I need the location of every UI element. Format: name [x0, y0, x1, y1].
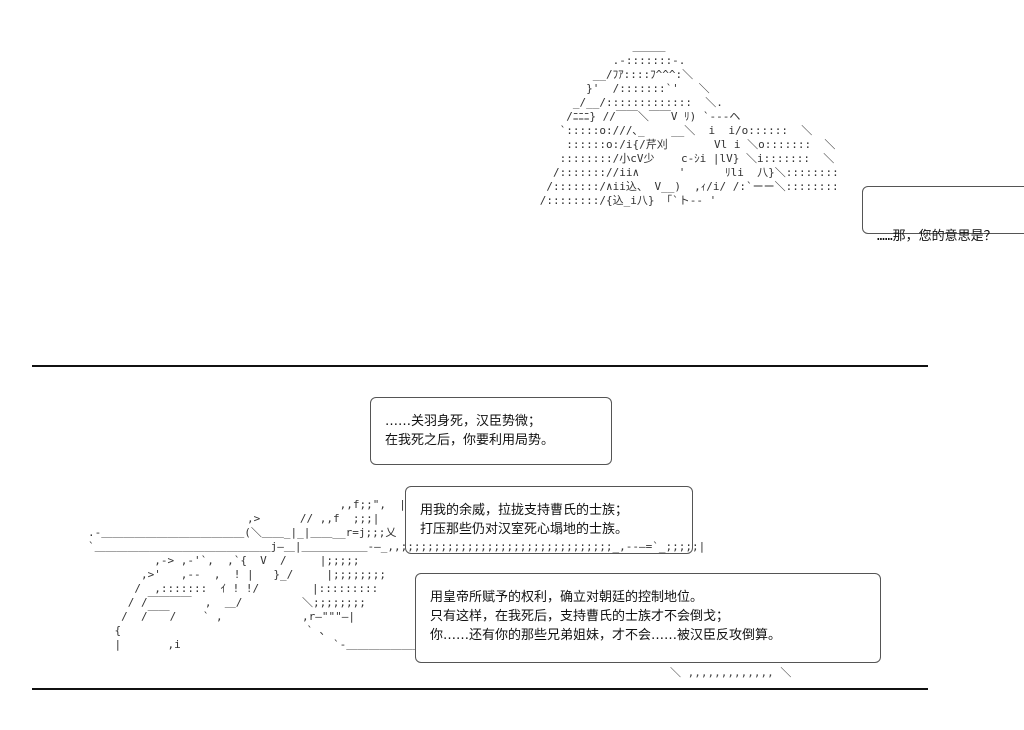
dialogue-line: ……关羽身死，汉臣势微；: [385, 414, 542, 429]
dialogue-line: 用我的余威，拉拢支持曹氏的士族；: [420, 503, 629, 518]
panel-divider-2: [32, 688, 928, 690]
dialogue-line: 你……还有你的那些兄弟姐妹，才不会……被汉臣反攻倒算。: [430, 628, 782, 643]
character-head-ascii-art: ＿＿＿ .-:::::::-. __/ﾌｱ::::ﾌ^^^:＼ }' /::::…: [500, 40, 1024, 250]
speech-bubble-2: ……关羽身死，汉臣势微； 在我死之后，你要利用局势。: [370, 397, 612, 465]
speech-bubble-1: ……那，您的意思是？: [862, 186, 1024, 244]
dialogue-line: 用皇帝所赋予的权利，确立对朝廷的控制地位。: [430, 590, 704, 605]
speech-bubble-3: 用我的余威，拉拢支持曹氏的士族； 打压那些仍对汉室死心塌地的士族。: [405, 486, 693, 554]
dialogue-line: 在我死之后，你要利用局势。: [385, 433, 555, 448]
dialogue-line: 打压那些仍对汉室死心塌地的士族。: [420, 522, 629, 537]
panel-divider-1: [32, 365, 928, 367]
dialogue-line: ……那，您的意思是？: [877, 229, 997, 244]
sword-hand-ascii-art: ,,f;;", | ,> // ,,f ;;;| .-＿＿＿＿＿＿＿＿＿＿＿＿＿…: [88, 498, 706, 651]
dialogue-line: 只有这样，在我死后，支持曹氏的士族才不会倒戈；: [430, 609, 730, 624]
ground-lines: ＼ ,,,,,,,,,,,,, ＼: [670, 666, 792, 679]
speech-bubble-4: 用皇帝所赋予的权利，确立对朝廷的控制地位。 只有这样，在我死后，支持曹氏的士族才…: [415, 573, 881, 663]
